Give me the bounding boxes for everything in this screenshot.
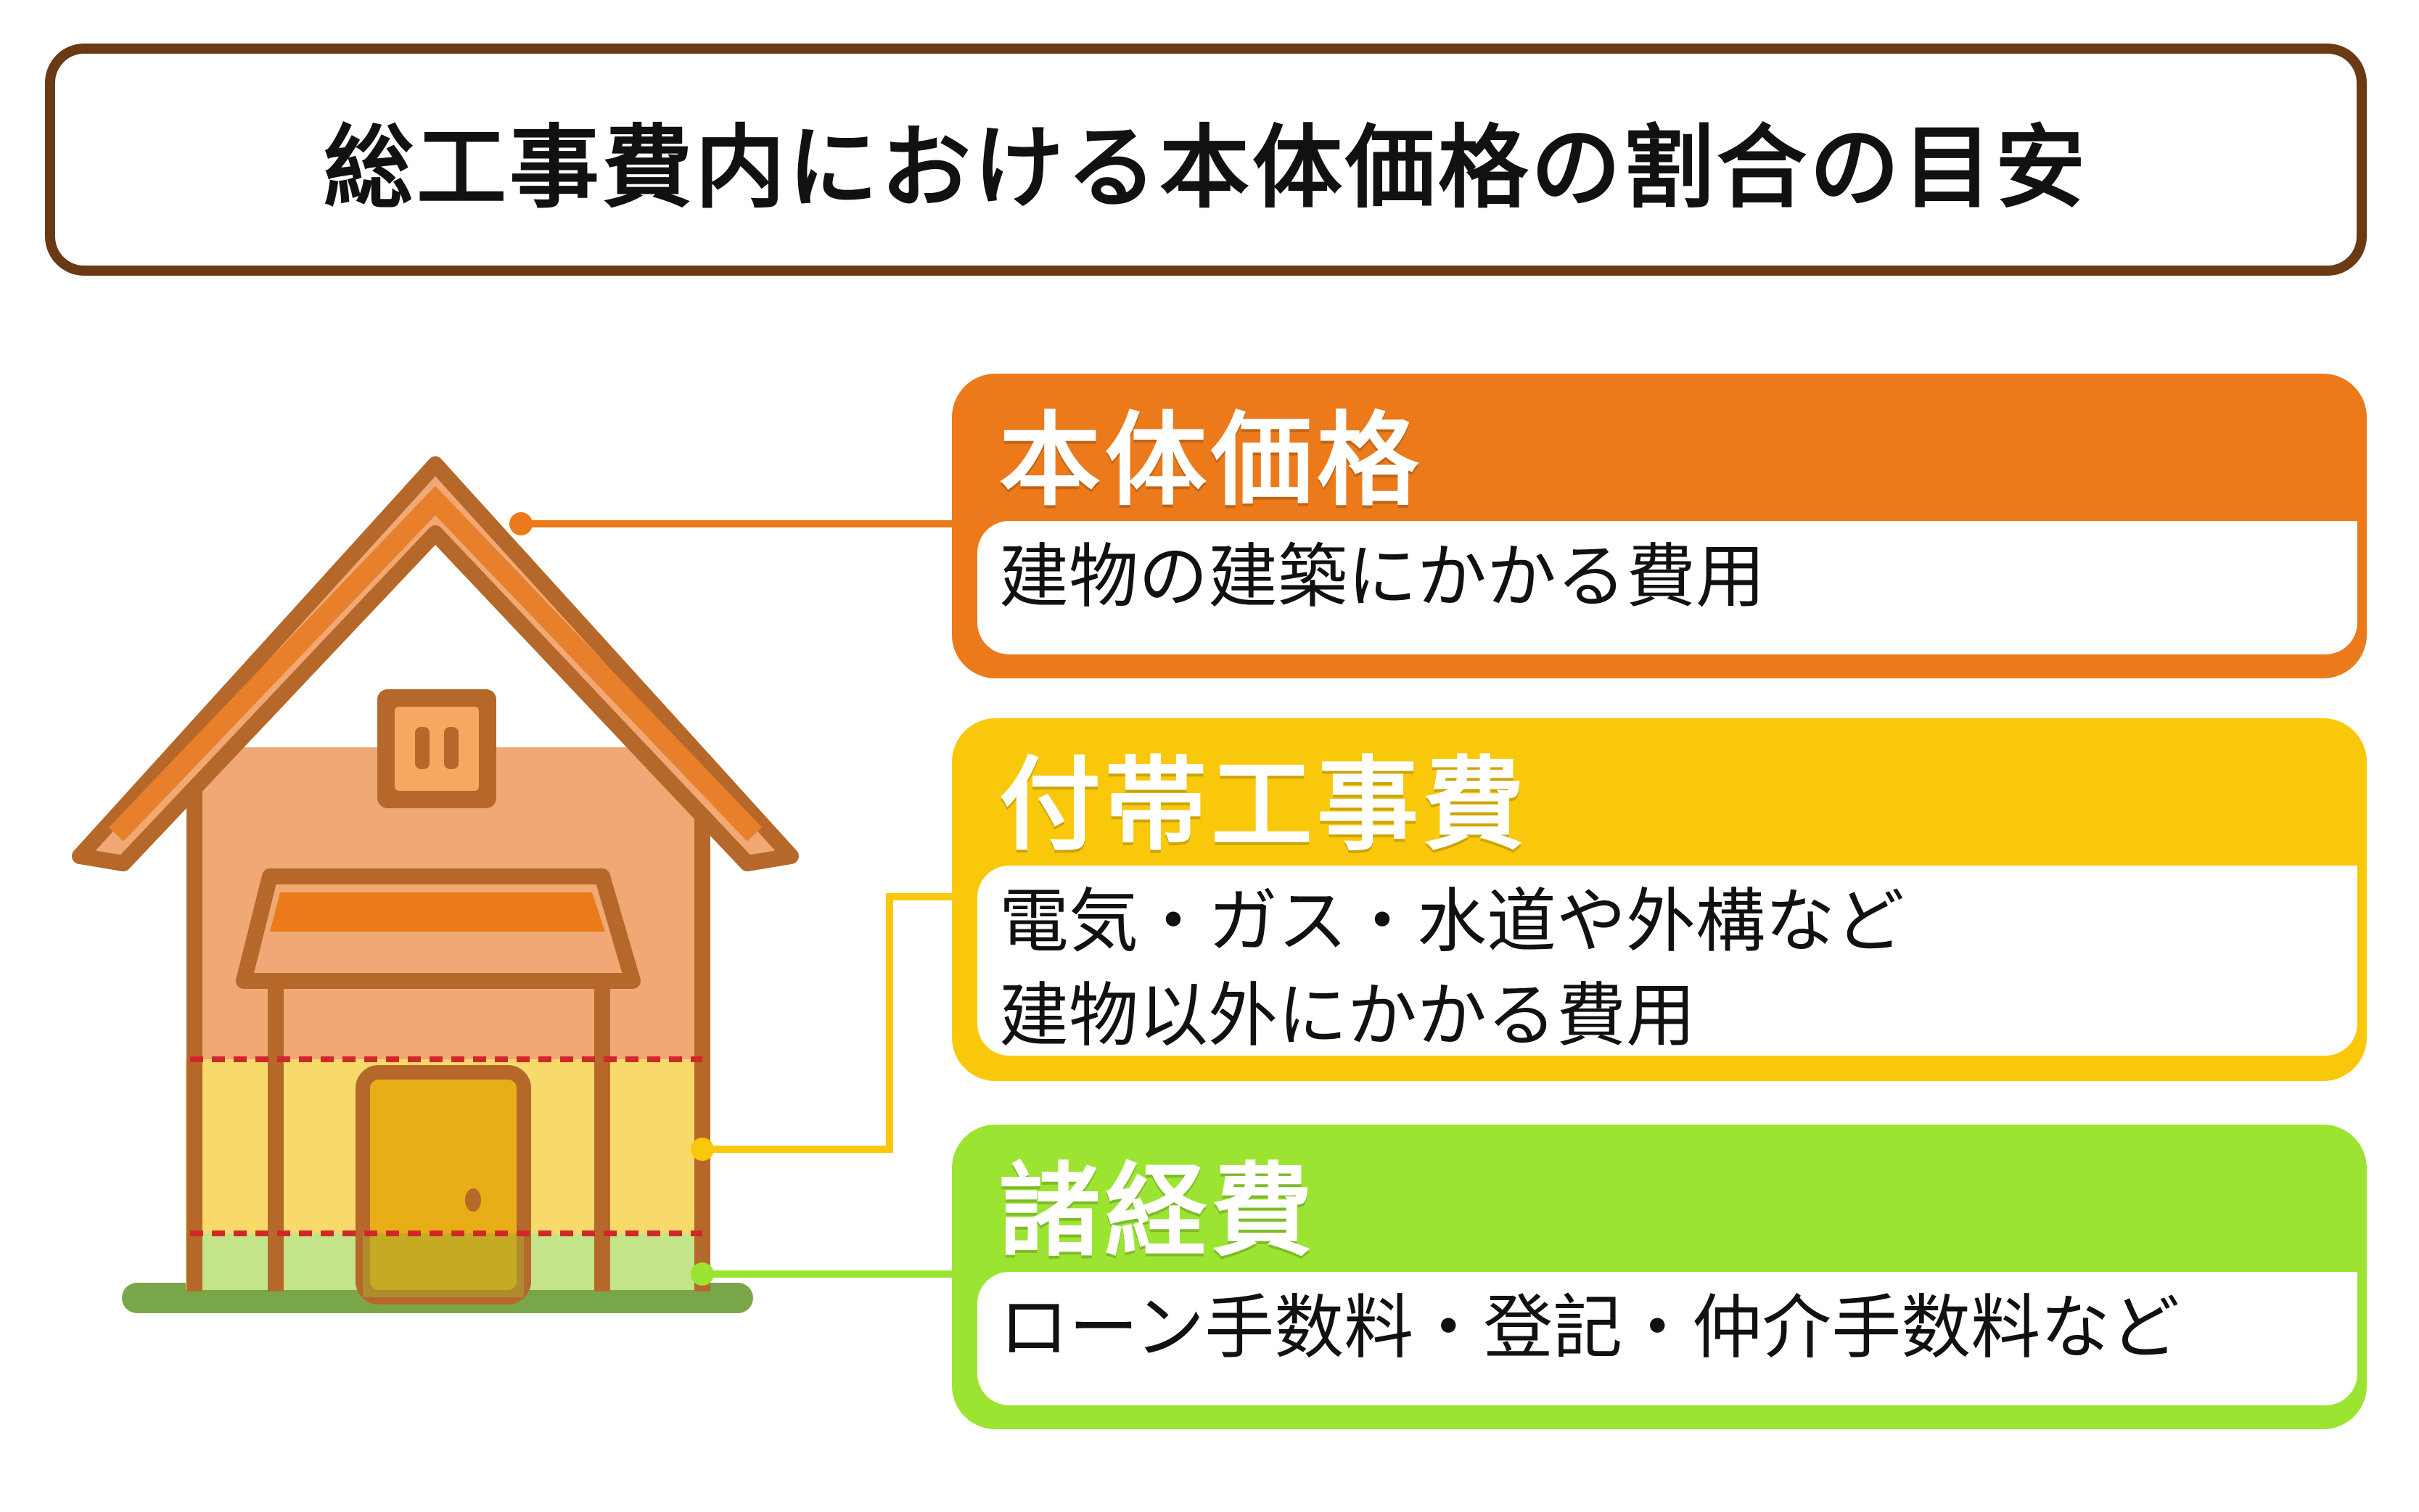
- card-extra-work: 付帯工事費 電気・ガス・水道や外構など 建物以外にかかる費用: [952, 718, 2367, 1081]
- card-body: 電気・ガス・水道や外構など 建物以外にかかる費用: [977, 866, 2357, 1056]
- page-title: 総工事費内における本体価格の割合の目安: [323, 116, 2088, 221]
- card-heading: 付帯工事費: [999, 747, 1529, 865]
- card-line: 建物の建築にかかる費用: [999, 536, 1765, 617]
- card-line: ローン手数料・登記・仲介手数料など: [999, 1287, 2180, 1368]
- card-body: 建物の建築にかかる費用: [977, 521, 2357, 654]
- card-heading: 諸経費: [999, 1153, 1318, 1271]
- card-misc-costs: 諸経費 ローン手数料・登記・仲介手数料など: [952, 1125, 2367, 1429]
- card-main-price: 本体価格 建物の建築にかかる費用: [952, 374, 2367, 678]
- house-illustration: [72, 456, 799, 1313]
- card-heading: 本体価格: [999, 402, 1424, 520]
- roof: [72, 456, 799, 871]
- card-body: ローン手数料・登記・仲介手数料など: [977, 1272, 2357, 1405]
- card-line: 建物以外にかかる費用: [999, 975, 1696, 1056]
- title-box: 総工事費内における本体価格の割合の目安: [45, 44, 2367, 276]
- card-line: 電気・ガス・水道や外構など: [999, 881, 1905, 962]
